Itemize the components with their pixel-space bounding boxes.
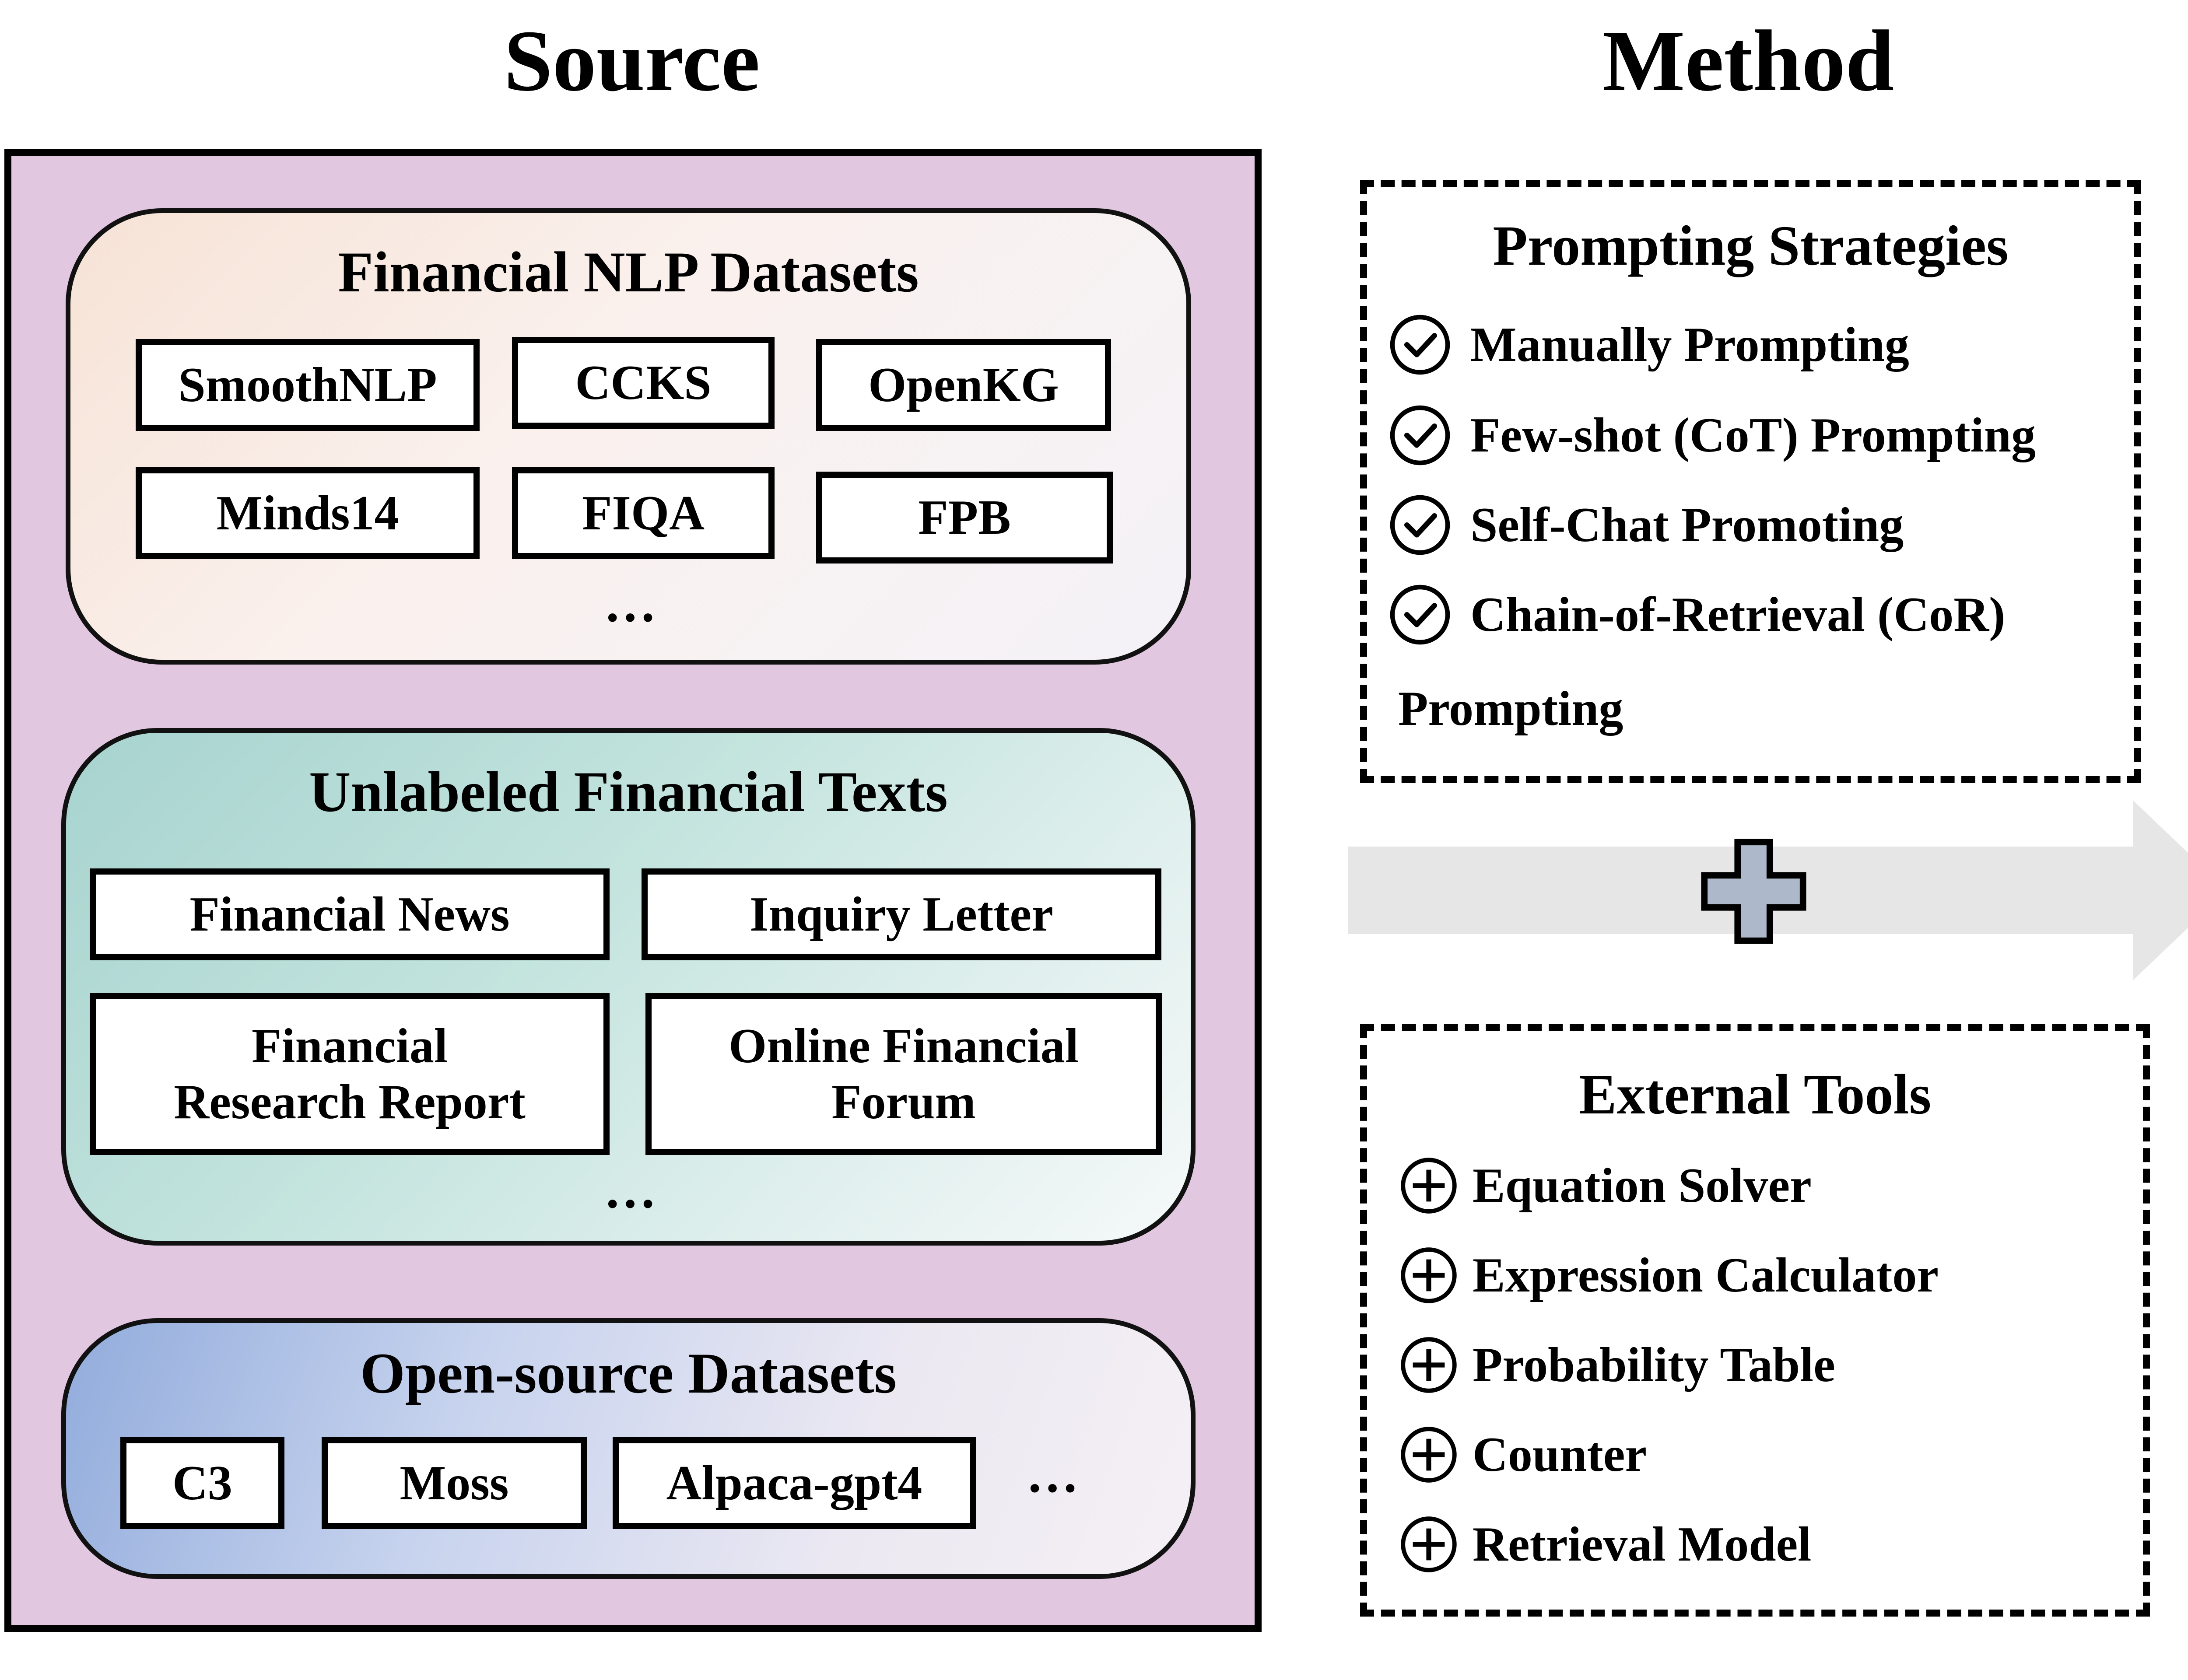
tool-item: Retrieval Model (1398, 1514, 1811, 1575)
dataset-chip: FPB (816, 472, 1113, 564)
prompting-item: Self-Chat Promoting (1387, 492, 1904, 558)
tool-item: Equation Solver (1398, 1155, 1812, 1216)
group-title: Unlabeled Financial Texts (309, 760, 948, 824)
plus-circle-icon (1401, 1427, 1457, 1483)
prompting-item-wrap: Prompting (1398, 682, 1623, 736)
prompting-strategies-title: Prompting Strategies (1493, 214, 2009, 277)
external-tools-box: External Tools (1360, 1024, 2150, 1617)
dataset-chip: CCKS (512, 337, 775, 429)
tool-item: Probability Table (1398, 1334, 1835, 1396)
plus-circle-icon (1401, 1516, 1457, 1572)
more-ellipsis: … (1026, 1445, 1079, 1503)
dataset-chip: Moss (322, 1437, 587, 1529)
group-title: Financial NLP Datasets (338, 240, 919, 304)
more-ellipsis: … (604, 574, 656, 633)
plus-circle-icon (1401, 1158, 1457, 1214)
tool-item: Expression Calculator (1398, 1245, 1939, 1306)
text-source-chip: Financial News (90, 868, 610, 960)
prompting-item: Manually Prompting (1387, 312, 1909, 378)
check-circle-icon (1390, 495, 1450, 555)
dataset-chip: FIQA (512, 467, 775, 559)
dataset-chip: Minds14 (136, 467, 480, 559)
dataset-chip: OpenKG (816, 339, 1111, 431)
financial-nlp-datasets-group: Financial NLP Datasets (66, 208, 1191, 665)
more-ellipsis: … (604, 1161, 656, 1219)
external-tools-title: External Tools (1578, 1063, 1932, 1126)
plus-circle-icon (1401, 1247, 1457, 1303)
dataset-chip: C3 (120, 1437, 284, 1529)
dataset-chip: SmoothNLP (136, 339, 480, 431)
group-title: Open-source Datasets (360, 1341, 897, 1405)
plus-icon (1701, 839, 1806, 944)
method-column-title: Method (1602, 13, 1894, 109)
prompting-strategies-box: Prompting Strategies (1360, 180, 2141, 783)
plus-circle-icon (1401, 1337, 1457, 1393)
prompting-item: Chain-of-Retrieval (CoR) (1387, 582, 2005, 648)
dataset-chip: Alpaca-gpt4 (613, 1437, 976, 1529)
tool-item: Counter (1398, 1424, 1647, 1485)
check-circle-icon (1390, 584, 1450, 645)
check-circle-icon (1390, 315, 1450, 375)
source-column-title: Source (504, 13, 760, 109)
prompting-item: Few-shot (CoT) Prompting (1387, 402, 2036, 468)
unlabeled-financial-texts-group: Unlabeled Financial Texts (61, 728, 1196, 1246)
check-circle-icon (1390, 405, 1450, 466)
text-source-chip: Inquiry Letter (642, 868, 1161, 960)
